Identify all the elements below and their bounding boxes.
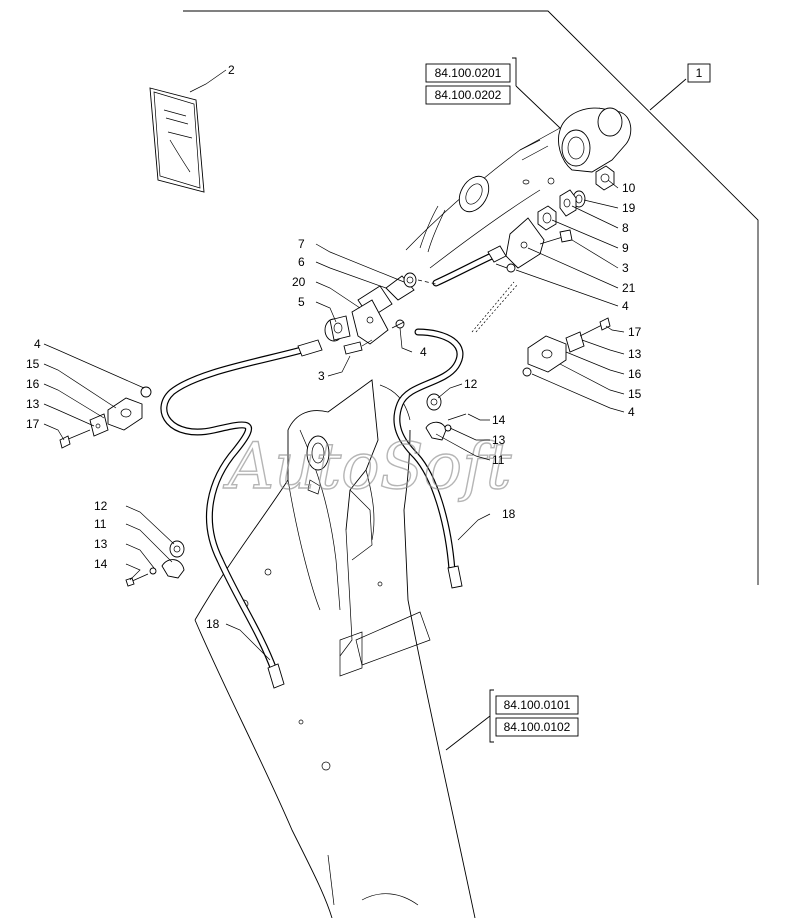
right-clamp: [495, 217, 573, 273]
callout-19[interactable]: 19: [622, 201, 636, 215]
upper-reference-group: 84.100.0201 84.100.0202: [425, 57, 561, 129]
callout-13[interactable]: 13: [26, 397, 40, 411]
callout-3[interactable]: 3: [318, 369, 325, 383]
callout-18[interactable]: 18: [206, 617, 220, 631]
callout-21[interactable]: 21: [622, 281, 636, 295]
callout-15[interactable]: 15: [628, 387, 642, 401]
callout-16[interactable]: 16: [26, 377, 40, 391]
callout-6[interactable]: 6: [298, 255, 305, 269]
assembly-reference: 1: [687, 63, 711, 83]
lower-reference-group: 84.100.0101 84.100.0102: [445, 689, 579, 751]
callout-5[interactable]: 5: [298, 295, 305, 309]
manual-document: [149, 87, 205, 193]
callout-14[interactable]: 14: [94, 557, 108, 571]
assembly-bracket: [183, 10, 759, 585]
assembly-ref[interactable]: 1: [696, 66, 703, 80]
leader-lines: [43, 69, 625, 661]
callout-11[interactable]: 11: [94, 517, 107, 531]
callout-13[interactable]: 13: [492, 433, 506, 447]
callout-15[interactable]: 15: [26, 357, 40, 371]
callout-3[interactable]: 3: [622, 261, 629, 275]
hoses: [160, 328, 464, 689]
lower-left-fittings: [125, 540, 185, 587]
lower-ref-2[interactable]: 84.100.0102: [504, 720, 571, 734]
callout-17[interactable]: 17: [628, 325, 642, 339]
callout-10[interactable]: 10: [622, 181, 636, 195]
left-clamp: [59, 386, 152, 449]
callout-12[interactable]: 12: [464, 377, 478, 391]
upper-hose: [417, 245, 519, 333]
callout-17[interactable]: 17: [26, 417, 40, 431]
callout-13[interactable]: 13: [94, 537, 108, 551]
callout-2[interactable]: 2: [228, 63, 235, 77]
lower-ref-1[interactable]: 84.100.0101: [504, 698, 571, 712]
right-small-clamp: [522, 317, 611, 377]
callout-4[interactable]: 4: [34, 337, 41, 351]
callout-4[interactable]: 4: [622, 299, 629, 313]
callout-4[interactable]: 4: [420, 345, 427, 359]
upper-ref-1[interactable]: 84.100.0201: [435, 66, 502, 80]
boom-arm: [194, 379, 476, 918]
callout-20[interactable]: 20: [292, 275, 306, 289]
top-fittings: [537, 165, 615, 231]
middle-fittings: [425, 393, 467, 441]
callout-18[interactable]: 18: [502, 507, 516, 521]
callout-4[interactable]: 4: [628, 405, 635, 419]
callout-7[interactable]: 7: [298, 237, 305, 251]
callout-9[interactable]: 9: [622, 241, 629, 255]
callout-12[interactable]: 12: [94, 499, 108, 513]
swivel-fittings: [324, 272, 417, 355]
callout-13[interactable]: 13: [628, 347, 642, 361]
callout-16[interactable]: 16: [628, 367, 642, 381]
watermark: AutoSoft: [223, 430, 512, 504]
upper-ref-2[interactable]: 84.100.0202: [435, 88, 502, 102]
callouts: 2 10 19 8 9 3 21 4 7 6 20 5 4 3 17 13 16…: [26, 63, 642, 631]
callout-8[interactable]: 8: [622, 221, 629, 235]
cylinder: [405, 107, 632, 269]
callout-14[interactable]: 14: [492, 413, 506, 427]
callout-11[interactable]: 11: [492, 453, 505, 467]
